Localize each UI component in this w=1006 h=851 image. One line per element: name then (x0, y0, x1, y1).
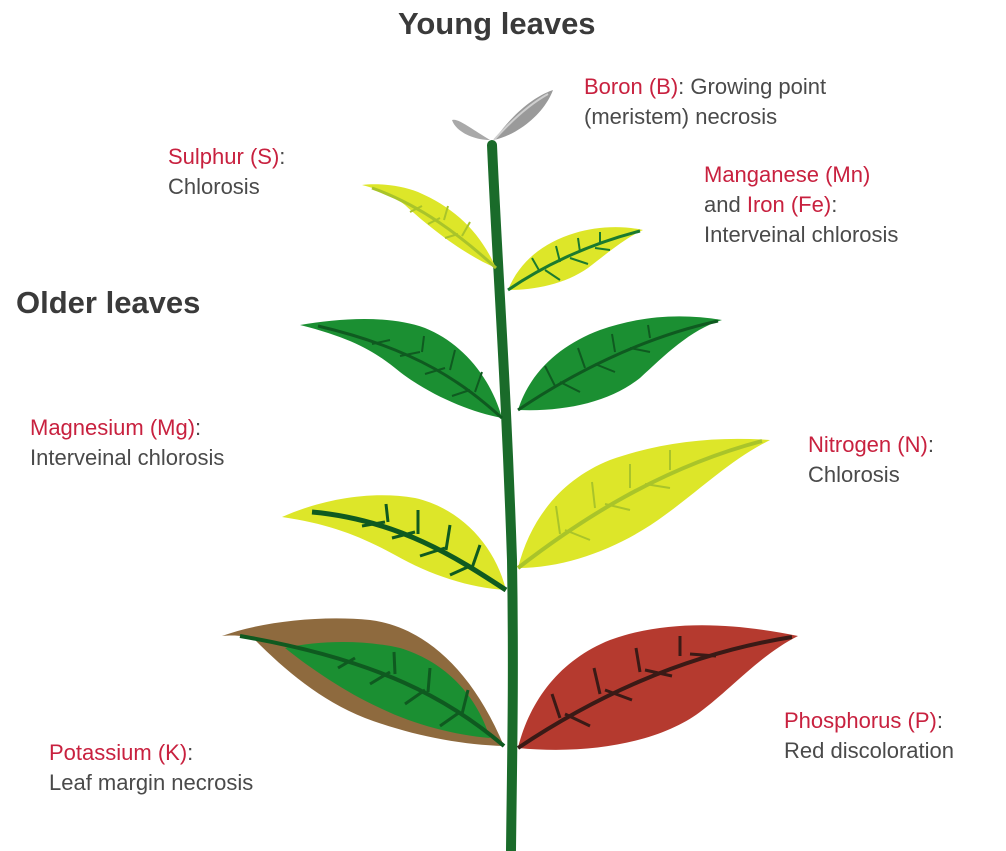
label-magnesium: Magnesium (Mg): Interveinal chlorosis (30, 413, 224, 473)
bud-boron (452, 90, 553, 140)
leaf-sulphur (362, 184, 496, 268)
label-boron: Boron (B): Growing point (meristem) necr… (584, 72, 826, 132)
leaf-manganese-iron (508, 227, 643, 290)
label-manganese-symptom: Interveinal chlorosis (704, 220, 898, 250)
label-nitrogen-symptom: Chlorosis (808, 460, 934, 490)
leaf-green-left (300, 319, 502, 418)
element-iron: Iron (Fe) (747, 192, 831, 217)
leaf-potassium (222, 618, 504, 746)
label-sulphur: Sulphur (S): Chlorosis (168, 142, 285, 202)
heading-young-leaves: Young leaves (398, 6, 596, 42)
element-boron: Boron (B) (584, 74, 678, 99)
label-potassium: Potassium (K): Leaf margin necrosis (49, 738, 253, 798)
label-nitrogen: Nitrogen (N): Chlorosis (808, 430, 934, 490)
label-potassium-symptom: Leaf margin necrosis (49, 768, 253, 798)
element-manganese: Manganese (Mn) (704, 162, 870, 187)
heading-older-leaves: Older leaves (16, 285, 200, 321)
leaf-nitrogen (518, 439, 770, 568)
label-phosphorus: Phosphorus (P): Red discoloration (784, 706, 954, 766)
element-nitrogen: Nitrogen (N) (808, 432, 928, 457)
element-potassium: Potassium (K) (49, 740, 187, 765)
label-phosphorus-symptom: Red discoloration (784, 736, 954, 766)
label-boron-line2: (meristem) necrosis (584, 102, 826, 132)
label-manganese-iron: Manganese (Mn) and Iron (Fe): Interveina… (704, 160, 898, 250)
label-magnesium-symptom: Interveinal chlorosis (30, 443, 224, 473)
element-magnesium: Magnesium (Mg) (30, 415, 195, 440)
leaf-phosphorus (518, 625, 798, 750)
leaf-magnesium (282, 495, 506, 590)
element-sulphur: Sulphur (S) (168, 144, 279, 169)
leaf-green-right (518, 316, 722, 410)
label-sulphur-symptom: Chlorosis (168, 172, 285, 202)
label-boron-line1: Boron (B): Growing point (584, 72, 826, 102)
element-phosphorus: Phosphorus (P) (784, 708, 937, 733)
